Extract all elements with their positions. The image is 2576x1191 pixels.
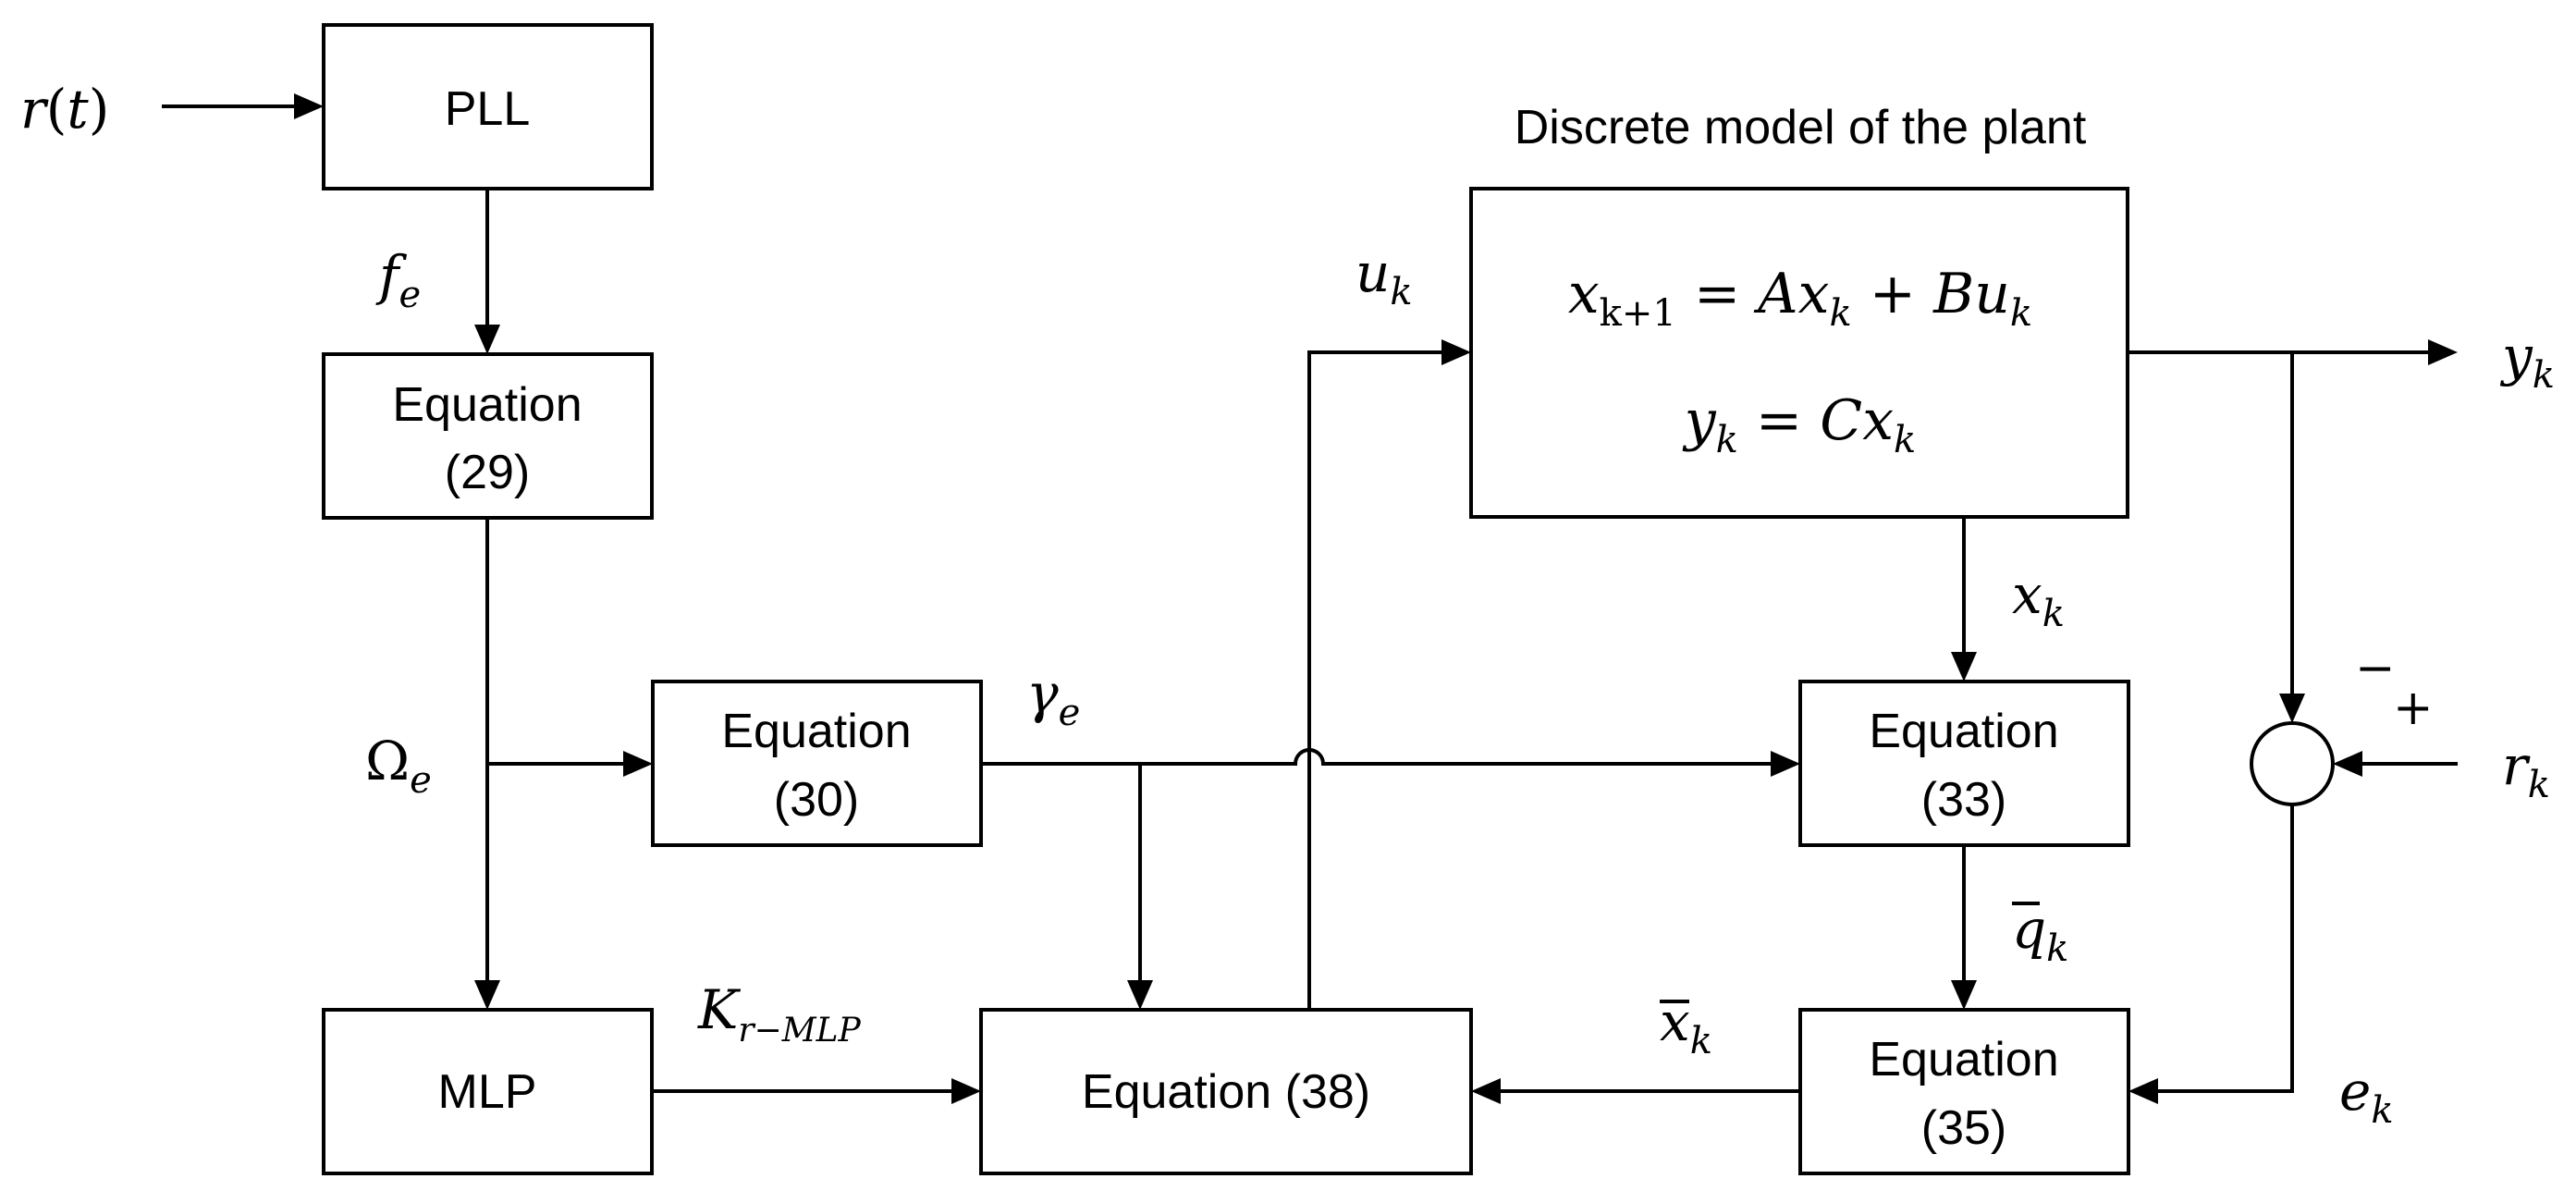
arrowhead-eq35-to-eq38 bbox=[1471, 1078, 1501, 1104]
signal-label-r-t: r(t) bbox=[20, 78, 109, 141]
arrowhead-omega-to-eq30 bbox=[623, 751, 653, 777]
plant-output-equation: yk = Cxk bbox=[1682, 388, 1917, 461]
arrowhead-eq30-to-eq33 bbox=[1771, 751, 1800, 777]
equation-35-label-line1: Equation bbox=[1869, 1033, 2058, 1087]
signal-label-k-r-mlp: Kr−MLP bbox=[697, 978, 861, 1050]
summing-junction-plus-sign: + bbox=[2393, 681, 2434, 736]
signal-label-f-e: fe bbox=[375, 244, 421, 316]
arrowhead-plant-to-eq33 bbox=[1951, 652, 1977, 681]
arrow-eq30-to-eq33 bbox=[981, 748, 1774, 766]
signal-label-omega-e: Ωe bbox=[365, 730, 432, 802]
equation-29-label-line2: (29) bbox=[445, 446, 530, 499]
arrowhead-sum-to-eq35 bbox=[2128, 1078, 2158, 1104]
arrowhead-eq38-to-plant bbox=[1441, 339, 1471, 365]
arrow-sum-to-eq35 bbox=[2154, 804, 2294, 1093]
arrowhead-r-to-pll bbox=[294, 93, 324, 119]
signal-label-e-k: ek bbox=[2339, 1060, 2394, 1132]
signal-label-r-k: rk bbox=[2502, 734, 2550, 806]
pll-label: PLL bbox=[445, 82, 531, 136]
equation-33-label-line2: (33) bbox=[1921, 773, 2006, 827]
equation-35-label-line2: (35) bbox=[1921, 1101, 2006, 1155]
pll-block: PLL bbox=[322, 23, 654, 190]
signal-label-q-bar-k: qk bbox=[2012, 898, 2068, 970]
arrowhead-mlp-to-eq38 bbox=[951, 1078, 981, 1104]
equation-35-block: Equation (35) bbox=[1798, 1008, 2130, 1175]
connections bbox=[162, 93, 2458, 1104]
arrowhead-pll-to-eq29 bbox=[474, 325, 500, 354]
mlp-label: MLP bbox=[438, 1065, 537, 1119]
equation-30-label-line2: (30) bbox=[774, 773, 859, 827]
plant-title: Discrete model of the plant bbox=[1515, 101, 2087, 154]
arrowhead-eq33-to-eq35 bbox=[1951, 980, 1977, 1010]
equation-30-label-line1: Equation bbox=[721, 705, 911, 758]
plant-block: Discrete model of the plant xk+1 = Axk +… bbox=[1469, 101, 2129, 519]
summing-junction-minus-sign: − bbox=[2355, 641, 2396, 696]
svg-text:xk: xk bbox=[1660, 990, 1712, 1062]
arrowhead-gamma-to-eq38 bbox=[1127, 980, 1153, 1010]
signal-label-y-k: yk bbox=[2499, 325, 2555, 397]
signal-label-u-k: uk bbox=[1355, 241, 1413, 313]
mlp-block: MLP bbox=[322, 1008, 654, 1175]
arrowhead-plant-to-output bbox=[2428, 339, 2458, 365]
equation-33-label-line1: Equation bbox=[1869, 705, 2058, 758]
signal-label-gamma-e: γe bbox=[1026, 662, 1080, 734]
arrowhead-output-to-sum bbox=[2279, 694, 2305, 723]
equation-30-block: Equation (30) bbox=[651, 680, 983, 847]
plant-state-equation: xk+1 = Axk + Buk bbox=[1568, 262, 2032, 335]
equation-29-label-line1: Equation bbox=[392, 378, 582, 432]
equation-38-label: Equation (38) bbox=[1082, 1065, 1370, 1119]
arrow-eq38-to-plant bbox=[1307, 350, 1445, 1010]
signal-label-x-bar-k: xk bbox=[1660, 990, 1712, 1062]
arrowhead-rk-to-sum bbox=[2333, 751, 2362, 777]
equation-38-block: Equation (38) bbox=[979, 1008, 1473, 1175]
equation-33-block: Equation (33) bbox=[1798, 680, 2130, 847]
arrowhead-eq29-to-mlp bbox=[474, 980, 500, 1010]
equation-29-block: Equation (29) bbox=[322, 352, 654, 520]
summing-junction: − + bbox=[2250, 641, 2434, 806]
svg-text:qk: qk bbox=[2012, 898, 2068, 970]
signal-label-x-k: xk bbox=[2012, 563, 2065, 635]
